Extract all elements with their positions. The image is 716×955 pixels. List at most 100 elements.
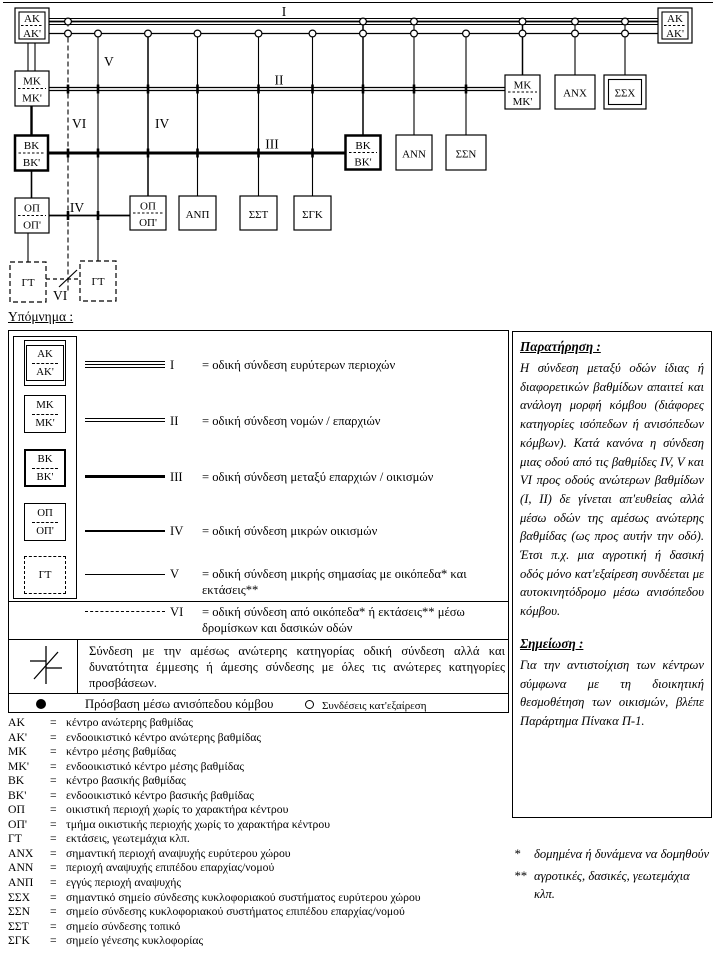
- line-sample-I: [85, 361, 165, 369]
- node-label: ΒΚ: [37, 453, 53, 465]
- node-ssx: ΣΣΧ: [603, 74, 647, 110]
- equals-sign: =: [50, 861, 57, 875]
- abbreviation: ΣΣΝ: [8, 905, 31, 919]
- node-bk-left: ΒΚ ΒΚ': [13, 134, 50, 172]
- abbreviation-row: ΒΚ' = ενδοοικιστικό κέντρο βασικής βαθμί…: [8, 789, 510, 804]
- abbreviation: ΑΝΧ: [8, 846, 34, 860]
- node-label: ΒΚ': [36, 471, 54, 483]
- legend-row-I: I = οδική σύνδεση ευρύτερων περιοχών: [170, 358, 512, 374]
- legend-node-gt: ΓΤ: [24, 556, 66, 594]
- abbreviation-row: ΣΣΧ = σημαντικό σημείο σύνδεσης κυκλοφορ…: [8, 891, 510, 906]
- crossing-tick-marks: [66, 84, 468, 220]
- junction-note-text: Σύνδεση με την αμέσως ανώτερης κατηγορία…: [89, 644, 505, 690]
- legend-row-numeral: IV: [170, 524, 184, 538]
- abbreviation-definition: κέντρο ανώτερης βαθμίδας: [66, 716, 193, 729]
- legend-divider: [9, 693, 508, 694]
- legend-node-bk: ΒΚ ΒΚ': [24, 449, 66, 487]
- abbreviation-definition: ενδοοικιστικό κέντρο μέσης βαθμίδας: [66, 759, 244, 773]
- legend-row-definition: = οδική σύνδεση από οικόπεδα* ή εκτάσεις…: [202, 605, 465, 635]
- node-label: ΟΠ: [24, 203, 40, 215]
- node-divider: [32, 362, 58, 364]
- legend-row-numeral: V: [170, 567, 180, 581]
- equals-sign: =: [50, 832, 57, 846]
- node-op-mid: ΟΠ ΟΠ': [129, 195, 167, 231]
- footnote-marker: *: [514, 847, 521, 861]
- equals-sign: =: [50, 934, 57, 948]
- abbreviation-row: ΑΝΝ = περιοχή αναψυχής επιπέδου επαρχίας…: [8, 861, 510, 876]
- legend-row-numeral: VI: [170, 605, 184, 619]
- node-label: ΒΚ': [23, 157, 40, 169]
- abbreviation-row: ΜΚ = κέντρο μέσης βαθμίδας: [8, 745, 510, 760]
- abbreviation: ΣΓΚ: [8, 934, 30, 948]
- node-label: ΜΚ': [513, 96, 533, 108]
- exception-connection-circles: [63, 17, 629, 38]
- node-anx: ΑΝΧ: [554, 74, 596, 110]
- left-hierarchy-chain: [27, 43, 36, 262]
- equals-sign: =: [50, 716, 57, 729]
- figure-top-border: [3, 2, 713, 3]
- node-label: ΜΚ': [35, 417, 55, 429]
- abbreviation: ΑΝΠ: [8, 876, 34, 890]
- abbreviation-row: ΓΤ = εκτάσεις, γεωτεμάχια κλπ.: [8, 832, 510, 847]
- abbreviation: ΓΤ: [8, 832, 22, 846]
- node-divider: [32, 521, 58, 523]
- abbreviation: ΑΚ: [8, 716, 25, 729]
- remark-title: Παρατήρηση :: [520, 339, 601, 354]
- legend-table: ΑΚ ΑΚ' ΜΚ ΜΚ' ΒΚ ΒΚ' ΟΠ ΟΠ': [8, 330, 509, 713]
- open-circle-icon: [305, 699, 314, 709]
- higher-category-junction-symbol: [46, 269, 80, 288]
- abbreviation-definition: εκτάσεις, γεωτεμάχια κλπ.: [66, 832, 190, 846]
- equals-sign: =: [50, 876, 57, 890]
- node-label: ΑΝΠ: [186, 209, 210, 221]
- legend-title: Υπόμνημα :: [8, 309, 74, 324]
- legend-row-definition: = οδική σύνδεση μεταξύ επαρχιών / οικισμ…: [202, 470, 434, 484]
- line-sample-V: [85, 574, 165, 575]
- line-label-VI-bottom: VI: [53, 288, 68, 303]
- abbreviation-row: ΣΣΤ = σημείο σύνδεσης τοπικό: [8, 920, 510, 935]
- filled-circle-icon: [36, 699, 46, 709]
- node-label: ΜΚ: [514, 80, 532, 92]
- equals-sign: =: [50, 788, 57, 802]
- node-label: ΑΚ': [23, 28, 41, 40]
- abbreviation-row: ΜΚ' = ενδοοικιστικό κέντρο μέσης βαθμίδα…: [8, 760, 510, 775]
- abbreviation: ΜΚ: [8, 745, 27, 759]
- equals-sign: =: [50, 890, 57, 904]
- line-label-III: III: [265, 137, 279, 152]
- node-sgk: ΣΓΚ: [293, 195, 332, 231]
- road-network-diagram: ΑΚ ΑΚ' ΑΚ ΑΚ' ΜΚ ΜΚ' ΒΚ ΒΚ' ΟΠ ΟΠ': [9, 4, 693, 303]
- node-label: ΑΚ: [667, 13, 683, 25]
- node-label: ΓΤ: [91, 276, 104, 288]
- abbreviation-definition: σημείο σύνδεσης κυκλοφοριακού συστήματος…: [66, 905, 405, 919]
- footnote-text: αγροτικές, δασικές, γεωτεμάχια κλπ.: [534, 869, 690, 901]
- legend-row-definition: = οδική σύνδεση μικρής σημασίας με οικόπ…: [202, 567, 467, 597]
- node-label: ΒΚ': [354, 157, 371, 169]
- legend-row-numeral: III: [170, 470, 183, 484]
- node-label: ΓΤ: [38, 569, 52, 581]
- abbreviation-row: ΑΝΠ = εγγύς περιοχή αναψυχής: [8, 876, 510, 891]
- abbreviation: ΒΚ: [8, 774, 25, 788]
- legend-row-IV: IV = οδική σύνδεση μικρών οικισμών: [170, 524, 512, 540]
- filled-circle-label: Πρόσβαση μέσω ανισόπεδου κόμβου: [85, 697, 274, 711]
- node-label: ΜΚ: [36, 399, 54, 411]
- abbreviation: ΑΝΝ: [8, 861, 34, 875]
- footnote-single-star: * δομημένα ή δυνάμενα να δομηθούν: [514, 846, 712, 863]
- node-label: ΑΚ: [37, 348, 53, 360]
- footnote-double-star: ** αγροτικές, δασικές, γεωτεμάχια κλπ.: [514, 868, 712, 903]
- node-label: ΟΠ': [139, 217, 157, 229]
- node-label: ΟΠ': [23, 220, 41, 232]
- node-ak-left: ΑΚ ΑΚ': [14, 7, 50, 44]
- abbreviation-definition: σημαντική περιοχή αναψυχής ευρύτερου χώρ…: [66, 846, 291, 860]
- node-op-left: ΟΠ ΟΠ': [14, 197, 50, 234]
- node-label: ΣΓΚ: [302, 209, 323, 221]
- footnotes: * δομημένα ή δυνάμενα να δομηθούν ** αγρ…: [514, 846, 712, 908]
- node-label: ΑΝΝ: [402, 149, 426, 161]
- equals-sign: =: [50, 803, 57, 817]
- legend-row-V: V = οδική σύνδεση μικρής σημασίας με οικ…: [170, 567, 512, 598]
- legend-node-ak: ΑΚ ΑΚ': [24, 340, 66, 386]
- line-sample-III: [85, 475, 165, 478]
- legend-row-definition: = οδική σύνδεση νομών / επαρχιών: [202, 414, 381, 428]
- node-mk-left: ΜΚ ΜΚ': [14, 70, 50, 107]
- legend-divider: [9, 601, 508, 602]
- node-label: ΟΠ: [140, 201, 156, 213]
